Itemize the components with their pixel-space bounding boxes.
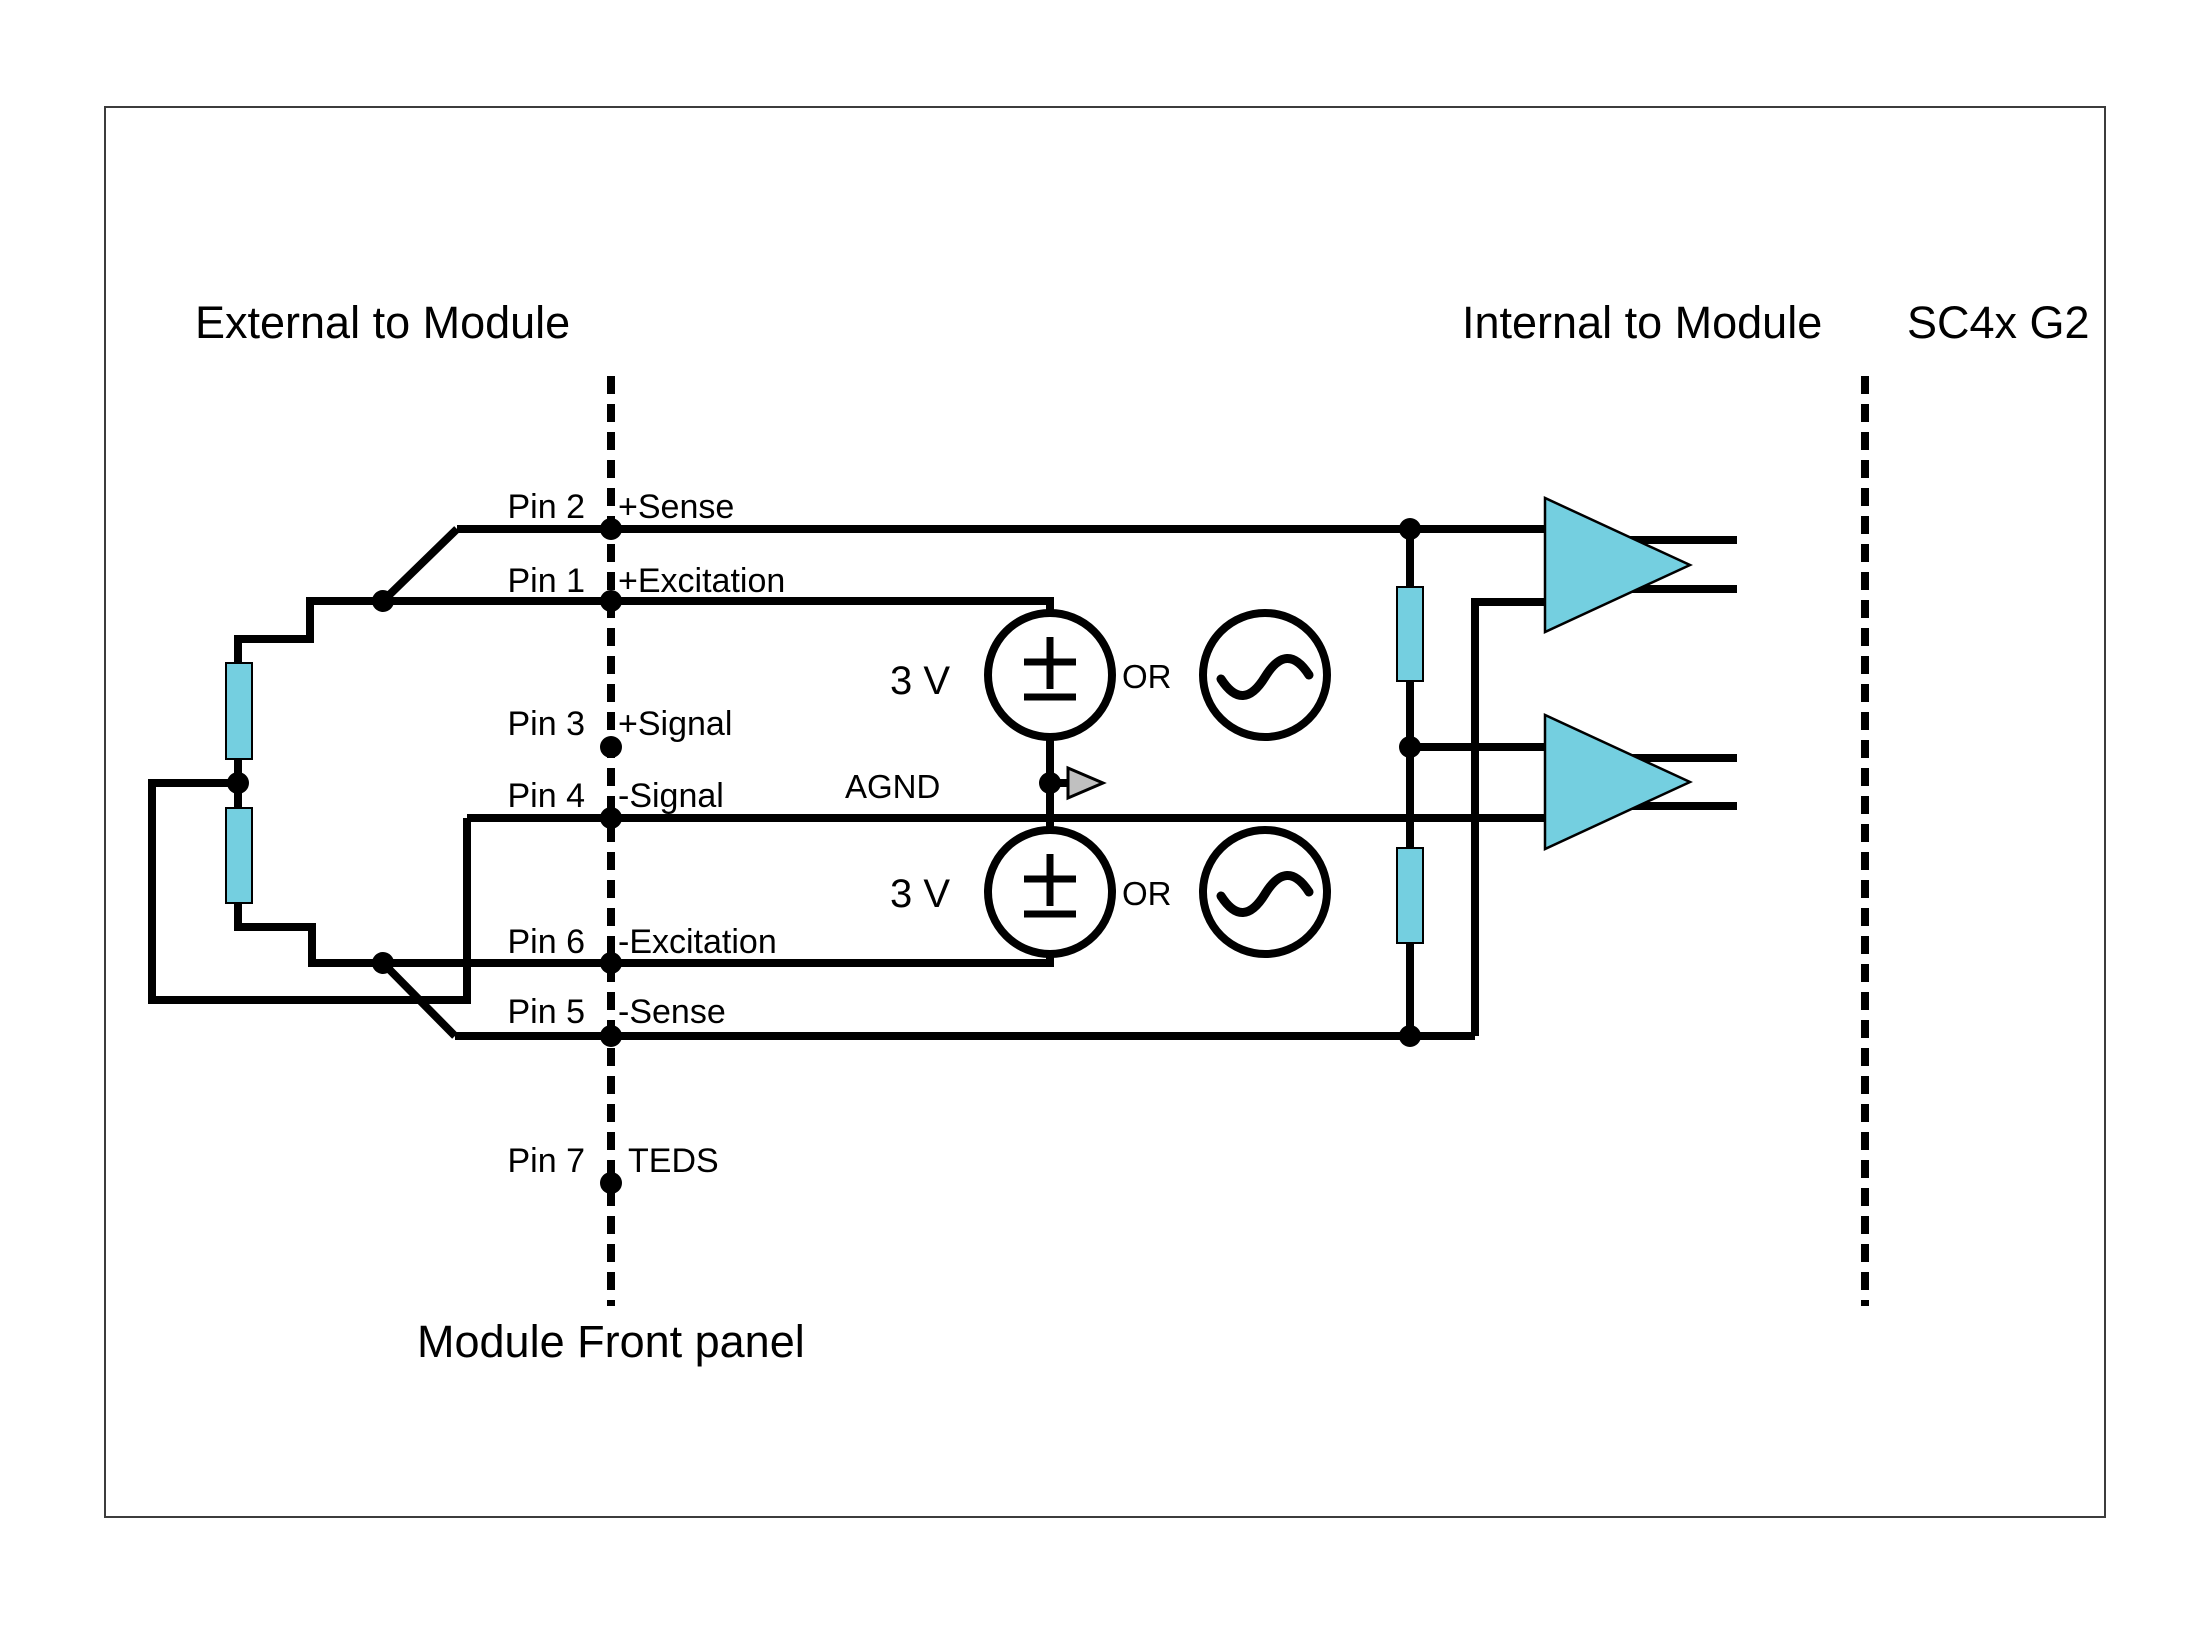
wire-sense-riser	[1471, 598, 1545, 1036]
sine-wave-icon	[1216, 871, 1314, 917]
resistor-bridge-top	[225, 662, 253, 760]
voltage-source-positive	[984, 609, 1116, 741]
external-region-title: External to Module	[195, 297, 570, 348]
junction-dot	[1399, 1025, 1421, 1047]
signal-name-plus-sense: +Sense	[618, 488, 734, 526]
pin-number-2: Pin 2	[508, 488, 586, 526]
voltage-source-negative	[984, 826, 1116, 958]
pin-number-7: Pin 7	[508, 1142, 586, 1180]
junction-dot	[372, 590, 394, 612]
agnd-junction-dot	[1039, 772, 1061, 794]
resistor-bridge-bottom	[225, 807, 253, 904]
pin-number-3: Pin 3	[508, 705, 586, 743]
wire-minus-sense-diagonal	[380, 960, 458, 1039]
wire-minus-excitation	[234, 903, 1054, 967]
ac-source-bottom	[1199, 826, 1331, 958]
wire-center-tap-route	[148, 779, 471, 1004]
front-panel-label: Module Front panel	[417, 1316, 805, 1367]
junction-dots	[227, 518, 1421, 1194]
pin-number-1: Pin 1	[508, 562, 586, 600]
pin-number-4: Pin 4	[508, 777, 586, 815]
or-label-top: OR	[1122, 658, 1172, 695]
ac-source-top	[1199, 609, 1331, 741]
junction-dot	[372, 952, 394, 974]
pin-number-6: Pin 6	[508, 923, 586, 961]
signal-name-plus-excitation: +Excitation	[618, 562, 785, 600]
pin5-connector-dot	[600, 1025, 622, 1047]
pin3-connector-dot	[600, 736, 622, 758]
signal-name-plus-signal: +Signal	[618, 705, 732, 743]
pin4-connector-dot	[600, 807, 622, 829]
junction-dot	[1399, 518, 1421, 540]
signal-name-minus-signal: -Signal	[618, 777, 724, 815]
agnd-label: AGND	[845, 768, 940, 805]
module-name-label: SC4x G2	[1907, 297, 2090, 348]
amplifier-sense	[1543, 496, 1693, 634]
voltage-value-bottom: 3 V	[890, 872, 950, 916]
pin1-connector-dot	[600, 590, 622, 612]
amplifier-signal	[1543, 713, 1693, 851]
signal-name-minus-sense: -Sense	[618, 993, 726, 1031]
wire-plus-excitation	[234, 597, 1054, 663]
resistor-completion-bottom	[1396, 847, 1424, 944]
junction-dot	[1399, 736, 1421, 758]
signal-name-minus-excitation: -Excitation	[618, 923, 777, 961]
page-border	[104, 106, 2106, 1518]
battery-symbol-icon	[1024, 854, 1076, 918]
internal-region-title: Internal to Module	[1462, 297, 1822, 348]
voltage-value-top: 3 V	[890, 659, 950, 703]
pin-number-5: Pin 5	[508, 993, 586, 1031]
pin6-connector-dot	[600, 952, 622, 974]
or-label-bottom: OR	[1122, 875, 1172, 912]
wire-plus-sense-diagonal	[380, 526, 460, 604]
agnd-arrow-icon	[1066, 765, 1107, 801]
signal-name-teds: TEDS	[628, 1142, 719, 1180]
sine-wave-icon	[1216, 654, 1314, 700]
battery-symbol-icon	[1024, 637, 1076, 701]
pin2-connector-dot	[600, 518, 622, 540]
pin7-connector-dot	[600, 1172, 622, 1194]
resistor-completion-top	[1396, 586, 1424, 682]
junction-dot	[227, 772, 249, 794]
